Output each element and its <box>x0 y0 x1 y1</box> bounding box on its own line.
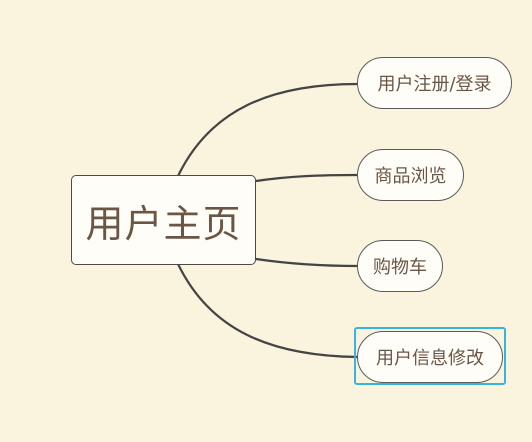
root-topic-label: 用户主页 <box>85 201 242 246</box>
connector-register <box>177 82 359 177</box>
subtopic-shopping-cart[interactable]: 购物车 <box>357 240 443 292</box>
subtopic-label: 购物车 <box>373 257 427 278</box>
connector-profile <box>177 263 359 359</box>
subtopic-label: 用户注册/登录 <box>377 74 492 95</box>
subtopic-label: 商品浏览 <box>374 166 447 187</box>
subtopic-register-login[interactable]: 用户注册/登录 <box>357 57 512 109</box>
subtopic-edit-user-info[interactable]: 用户信息修改 <box>357 331 503 383</box>
selection-highlight <box>354 327 506 385</box>
subtopic-label: 用户信息修改 <box>376 348 484 369</box>
connector-cart <box>255 257 359 268</box>
root-topic-node[interactable]: 用户主页 <box>71 175 256 265</box>
subtopic-product-browse[interactable]: 商品浏览 <box>357 149 464 201</box>
connector-browse <box>255 173 359 183</box>
